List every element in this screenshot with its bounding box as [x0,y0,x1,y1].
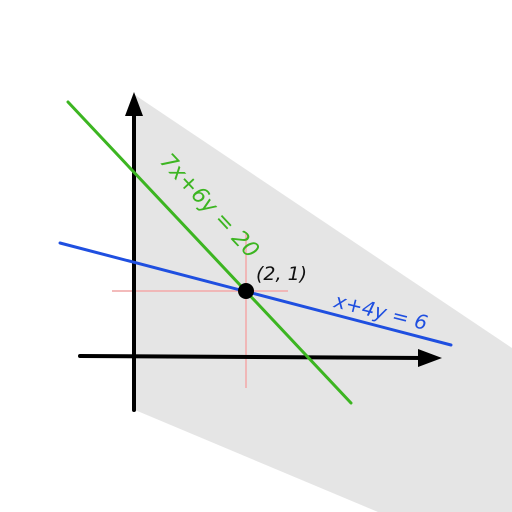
x-axis [78,354,426,360]
long-shadow [135,95,512,512]
x-axis-arrow-icon [418,349,442,367]
green-line-7x-6y-20 [66,100,353,405]
intersection-point [238,283,254,299]
y-axis-arrow-icon [125,92,143,116]
blue-line-x-4y-6 [58,241,453,347]
intersection-point-label: (2, 1) [256,263,307,285]
